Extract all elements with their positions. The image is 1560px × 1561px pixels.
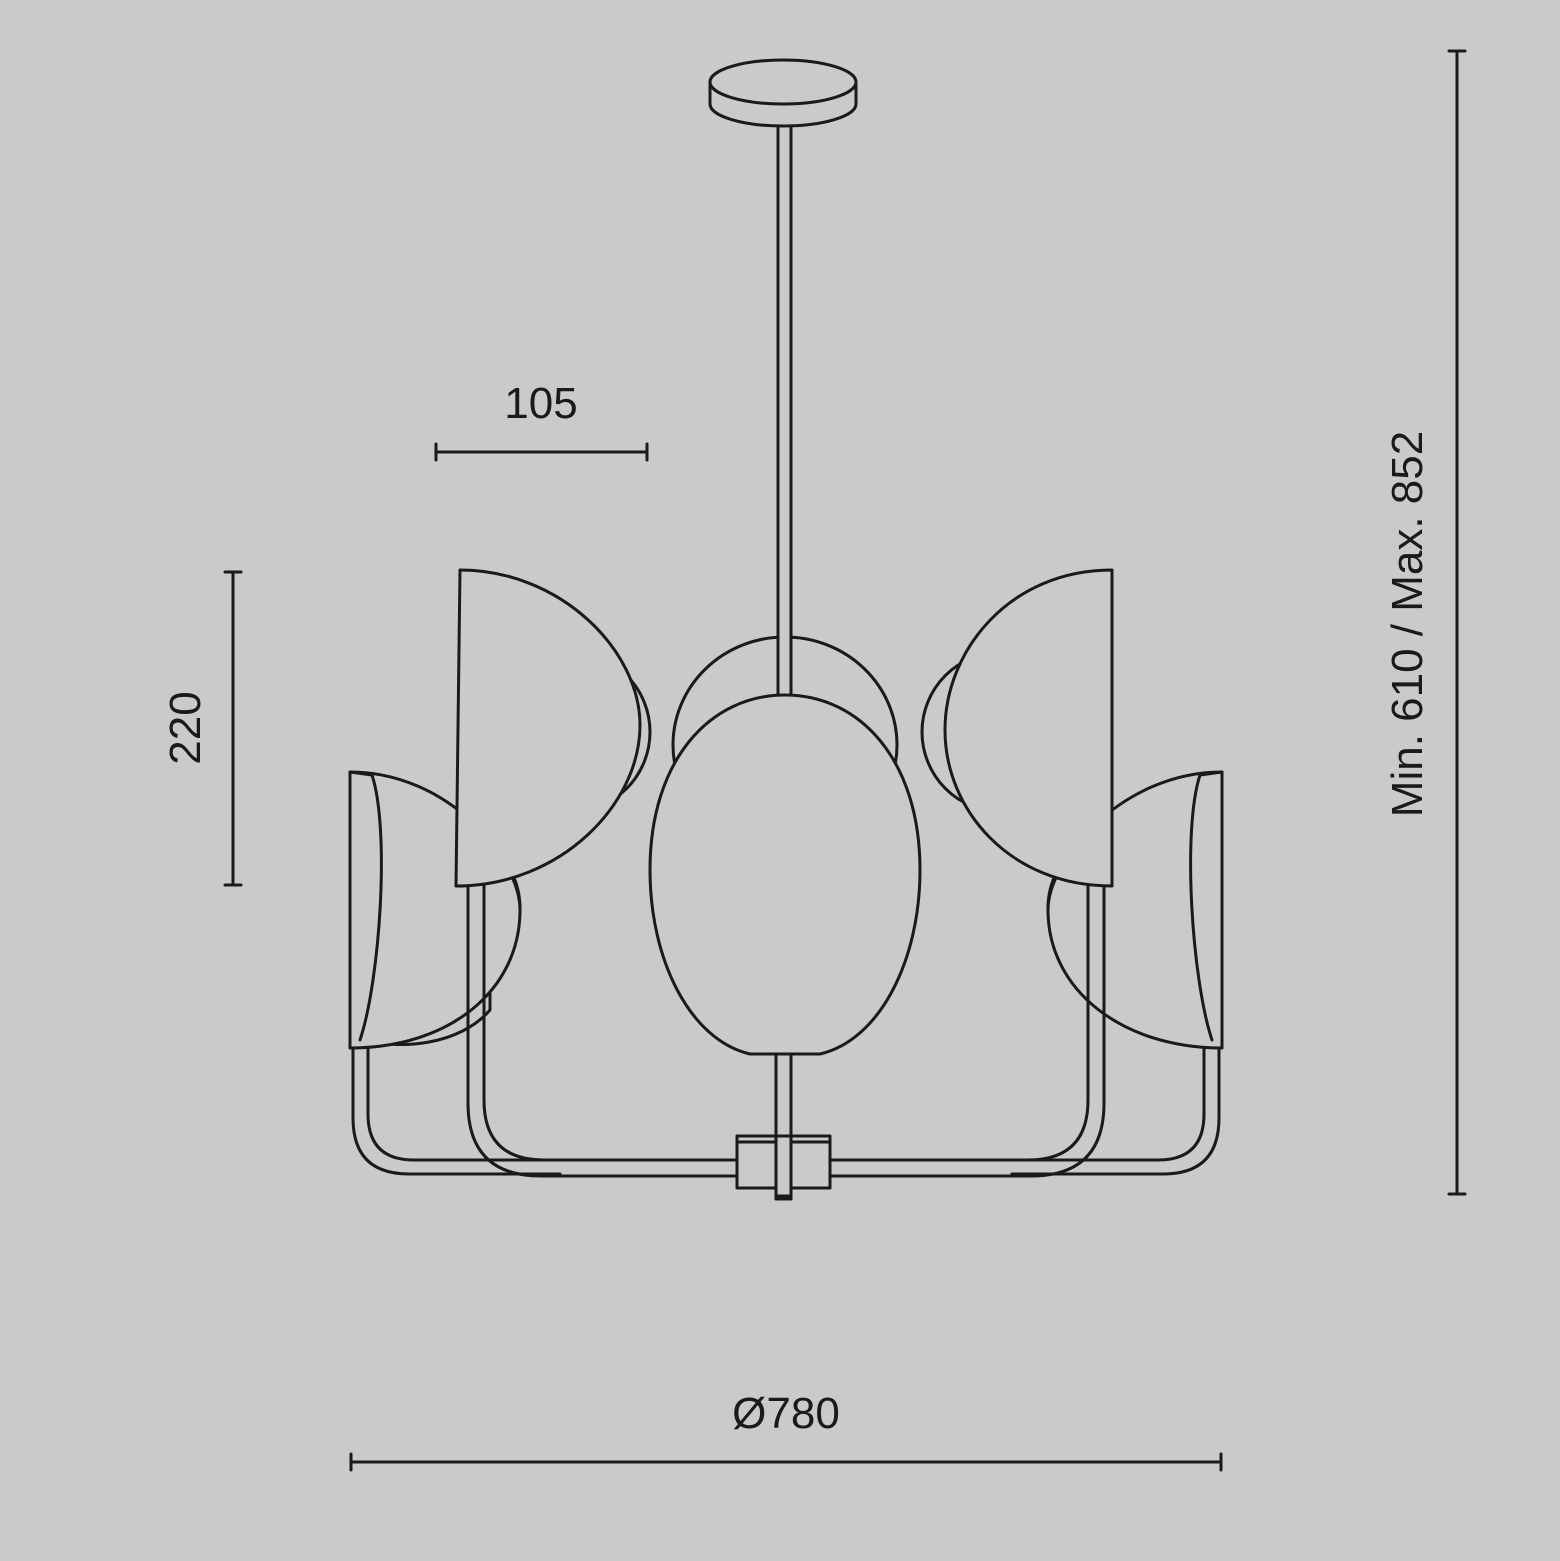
dimension-diameter: Ø780 xyxy=(349,1389,1223,1472)
inner-right-shade xyxy=(920,568,1114,888)
inner-right-disc xyxy=(943,568,1114,888)
inner-arm-right-inner xyxy=(828,883,1090,1162)
outer-left-disc-rim xyxy=(348,770,383,1042)
inner-arm-left xyxy=(466,883,742,1178)
height-range-label: Min. 610 / Max. 852 xyxy=(1383,431,1432,817)
outer-arm-left-inner xyxy=(366,1043,562,1162)
inner-arm-right xyxy=(828,883,1106,1178)
inner-arm-left-inner xyxy=(482,883,742,1162)
stem-rod xyxy=(776,108,793,702)
inner-left-disc xyxy=(454,568,642,888)
ceiling-canopy xyxy=(708,58,858,128)
diameter-label: Ø780 xyxy=(732,1389,840,1438)
dimension-shade-width: 105 xyxy=(434,379,649,462)
outer-right-disc-rim xyxy=(1189,770,1224,1042)
canopy-top xyxy=(708,58,858,106)
front-center-egg xyxy=(648,693,922,1056)
outer-arm-right xyxy=(1010,1043,1221,1176)
dimension-height-range: Min. 610 / Max. 852 xyxy=(1383,49,1467,1196)
inner-left-shade xyxy=(454,568,652,888)
shade-height-label: 220 xyxy=(161,691,210,764)
dimension-shade-height: 220 xyxy=(161,570,243,887)
outer-arm-left xyxy=(351,1043,562,1176)
outer-arm-right-inner xyxy=(1010,1043,1206,1162)
rod-through-hub xyxy=(774,1134,793,1198)
shade-width-label: 105 xyxy=(504,379,577,428)
